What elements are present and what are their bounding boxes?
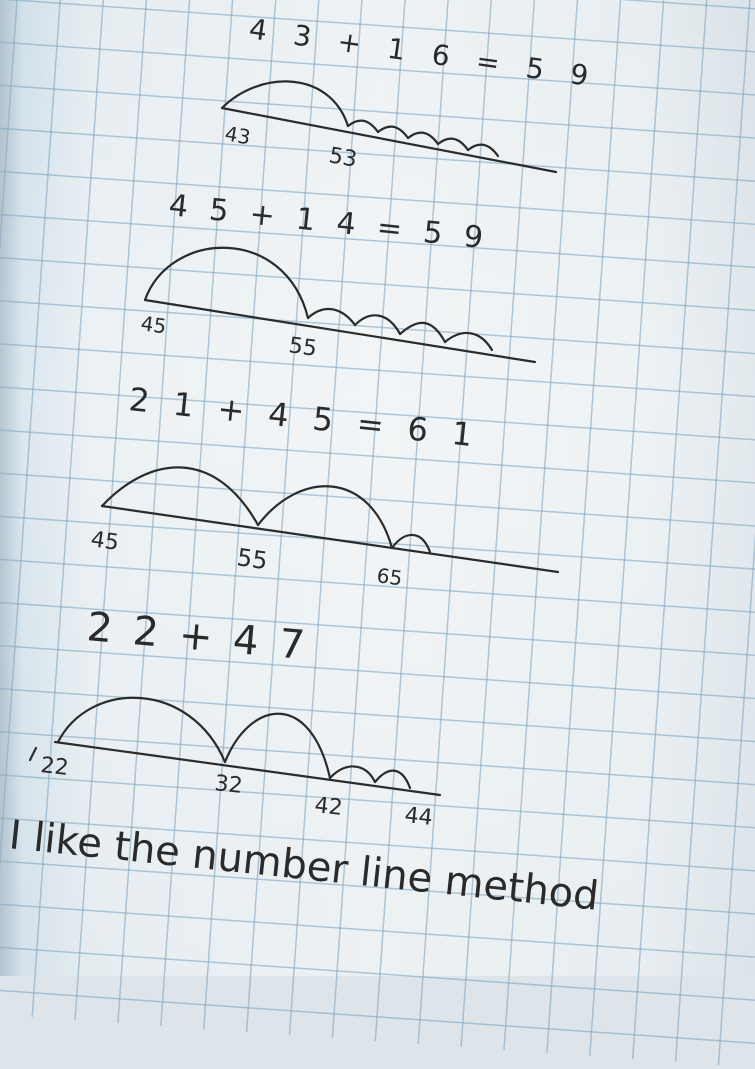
line-2-small-jump <box>306 308 357 327</box>
line-2-axis <box>143 298 537 364</box>
line-4-jump-b <box>223 712 332 780</box>
page-edge-shadow <box>0 0 22 976</box>
handwriting-layer: 4 3 + 1 6 = 5 9 4 5 + 1 4 = 5 9 2 1 + 4 … <box>7 12 601 920</box>
number-line-4 <box>28 696 442 797</box>
line-4-jump-d <box>373 769 412 790</box>
closing-sentence: I like the number line method <box>7 812 601 920</box>
line-3-axis <box>100 504 560 574</box>
equation-2: 4 5 + 1 4 = 5 9 <box>167 188 490 256</box>
number-line-1 <box>220 80 558 174</box>
line-3-jump-c <box>390 533 432 554</box>
number-line-2 <box>143 246 537 364</box>
line-1-axis <box>220 106 558 174</box>
label-44: 44 <box>403 803 433 831</box>
label-22: 22 <box>39 753 69 781</box>
line-4-axis <box>53 740 442 797</box>
label-43: 43 <box>223 121 252 149</box>
equation-3: 2 1 + 4 5 = 6 1 <box>127 380 481 455</box>
stray-mark <box>28 746 38 762</box>
number-line-3 <box>100 466 560 574</box>
label-55-a: 55 <box>287 333 318 362</box>
label-45-a: 45 <box>139 311 168 338</box>
label-42: 42 <box>313 793 343 821</box>
label-55-b: 55 <box>235 543 269 575</box>
label-45-b: 45 <box>89 527 120 556</box>
line-1-small-jump <box>346 119 380 134</box>
line-3-jump-b <box>256 485 394 550</box>
line-1-big-jump <box>220 80 350 128</box>
line-4-jump-a <box>56 696 227 764</box>
line-4-jump-c <box>328 765 377 784</box>
label-65: 65 <box>375 563 404 590</box>
equation-4: 2 2 + 4 7 <box>85 604 310 669</box>
label-32: 32 <box>213 771 243 799</box>
label-53: 53 <box>327 143 359 172</box>
line-3-jump-a <box>100 466 260 527</box>
equation-1: 4 3 + 1 6 = 5 9 <box>247 12 599 94</box>
line-2-big-jump <box>143 246 310 320</box>
